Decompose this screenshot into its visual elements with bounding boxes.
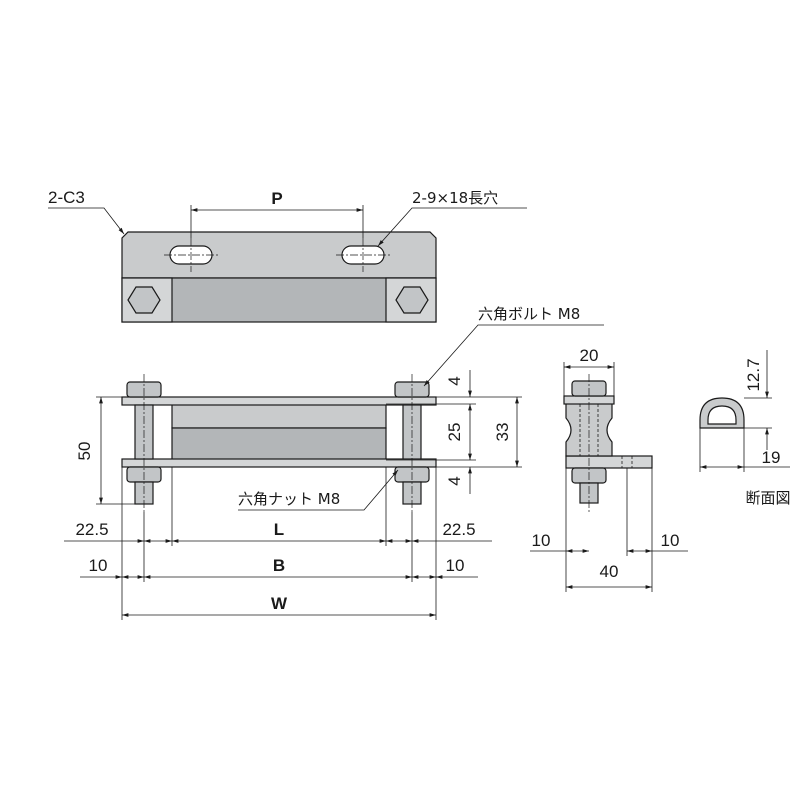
- section-inner: [707, 405, 737, 425]
- section-view: 12.7 19 断面図: [699, 350, 791, 507]
- dim-B: B: [273, 556, 285, 575]
- dim-gap-bottom: 4: [445, 476, 464, 485]
- dim-right-offset: 22.5: [442, 520, 475, 539]
- dim-W: W: [271, 594, 288, 613]
- side-base-plate: [565, 455, 653, 469]
- front-view: 50 4 25 4 33 六角ボルト M8 六角ナット M8 22.5: [64, 305, 604, 620]
- label-hex-bolt: 六角ボルト M8: [478, 305, 580, 323]
- dim-outer-height: 33: [493, 423, 512, 442]
- dim-side-width: 20: [580, 346, 599, 365]
- front-top-plate: [121, 396, 437, 406]
- dim-right-edge: 10: [446, 556, 465, 575]
- dim-sec-width: 19: [762, 448, 781, 467]
- dim-side-right: 10: [661, 531, 680, 550]
- dim-left-offset: 22.5: [75, 520, 108, 539]
- front-bottom-plate: [121, 458, 437, 468]
- label-slot-holes: 2-9×18長穴: [412, 189, 498, 207]
- label-section-view: 断面図: [745, 489, 790, 507]
- top-left-hex-icon: [127, 286, 161, 314]
- label-chamfer: 2-C3: [48, 188, 85, 207]
- side-view: 20 10 10 40: [530, 346, 688, 592]
- front-lower-block: [171, 427, 387, 461]
- dim-left-edge: 10: [89, 556, 108, 575]
- dim-side-depth: 40: [600, 562, 619, 581]
- front-upper-block: [171, 403, 387, 429]
- dim-P: P: [271, 189, 282, 208]
- dim-gap-top: 4: [445, 376, 464, 385]
- top-view: P 2-C3 2-9×18長穴: [48, 188, 527, 323]
- label-hex-nut: 六角ナット M8: [238, 490, 340, 508]
- dim-height: 50: [75, 442, 94, 461]
- top-body-lower: [121, 277, 437, 323]
- dim-side-left: 10: [532, 531, 551, 550]
- top-right-hex-icon: [395, 286, 429, 314]
- side-body: [565, 401, 613, 457]
- dim-inner-height: 25: [445, 423, 464, 442]
- dim-L: L: [274, 520, 284, 539]
- dim-sec-height: 12.7: [744, 358, 763, 391]
